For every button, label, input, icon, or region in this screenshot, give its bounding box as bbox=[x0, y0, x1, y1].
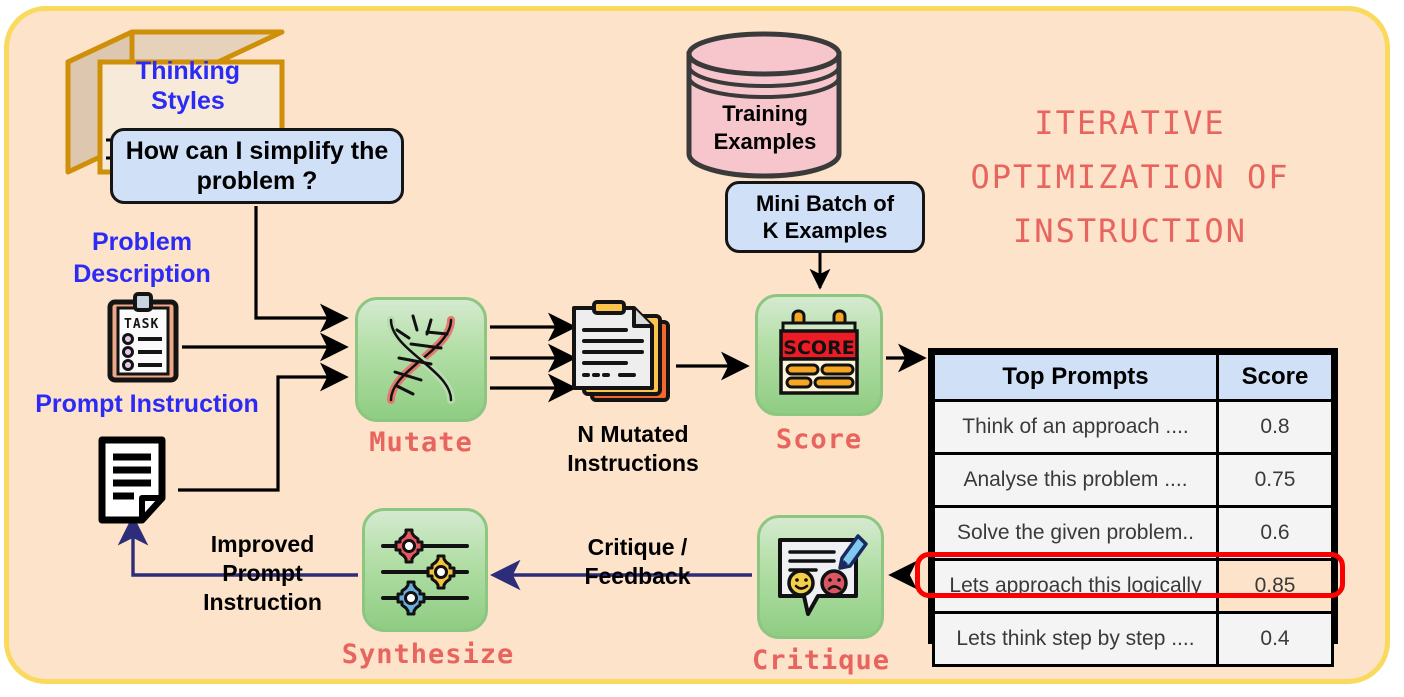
table-header-row: Top Prompts Score bbox=[932, 352, 1334, 402]
table-cell-prompt: Lets think step by step .... bbox=[932, 611, 1219, 667]
problem-description-label-line2: Description bbox=[73, 260, 211, 288]
scoreboard-icon: SCORE bbox=[779, 309, 859, 395]
thinking-styles-label-line1: Thinking bbox=[135, 57, 241, 85]
improved-line2: Prompt bbox=[222, 560, 303, 586]
page-title-line1: ITERATIVE bbox=[1034, 104, 1226, 142]
mini-batch-line1: Mini Batch of bbox=[755, 191, 895, 216]
page-title: ITERATIVE OPTIMIZATION OF INSTRUCTION bbox=[930, 96, 1330, 258]
table-cell-prompt: Think of an approach .... bbox=[932, 399, 1219, 455]
table-row[interactable]: Lets think step by step .... 0.4 bbox=[932, 611, 1334, 667]
dna-helix-icon bbox=[387, 314, 455, 404]
thinking-style-question-callout: How can I simplify the problem ? bbox=[110, 128, 404, 204]
improved-line1: Improved bbox=[210, 531, 315, 557]
table-cell-prompt: Lets approach this logically bbox=[932, 558, 1219, 614]
table-row[interactable]: Solve the given problem.. 0.6 bbox=[932, 505, 1334, 561]
page-title-line2: OPTIMIZATION OF bbox=[970, 158, 1290, 196]
node-score[interactable]: SCORE bbox=[755, 294, 883, 416]
table-row[interactable]: Analyse this problem .... 0.75 bbox=[932, 452, 1334, 508]
prompt-instruction-label: Prompt Instruction bbox=[35, 390, 259, 418]
table-row[interactable]: Think of an approach .... 0.8 bbox=[932, 399, 1334, 455]
database-cylinder-icon bbox=[686, 31, 842, 179]
node-synthesize[interactable] bbox=[362, 508, 488, 632]
improved-line3: Instruction bbox=[203, 589, 322, 615]
table-cell-prompt: Solve the given problem.. bbox=[932, 505, 1219, 561]
top-prompts-table[interactable]: Top Prompts Score Think of an approach .… bbox=[928, 348, 1338, 667]
critique-feedback-label: Critique / Feedback bbox=[535, 533, 740, 591]
document-stack-icon bbox=[572, 300, 670, 402]
table-cell-score: 0.6 bbox=[1216, 505, 1334, 561]
table-cell-prompt: Analyse this problem .... bbox=[932, 452, 1219, 508]
node-mutate-label: Mutate bbox=[369, 427, 473, 458]
problem-description-label: Problem Description bbox=[52, 226, 232, 290]
svg-text:SCORE: SCORE bbox=[783, 337, 854, 359]
table-header-score: Score bbox=[1216, 352, 1334, 402]
critique-feedback-line2: Feedback bbox=[584, 563, 691, 589]
node-synthesize-label: Synthesize bbox=[341, 639, 515, 670]
table-cell-score: 0.8 bbox=[1216, 399, 1334, 455]
training-examples-label: Training Examples bbox=[690, 100, 840, 156]
node-critique[interactable] bbox=[757, 515, 884, 639]
table-body: Think of an approach .... 0.8 Analyse th… bbox=[932, 399, 1334, 667]
clipboard-task-icon: TASK bbox=[107, 292, 179, 383]
n-mutated-line2: Instructions bbox=[567, 450, 699, 476]
mini-batch-line2: K Examples bbox=[762, 218, 888, 243]
mini-batch-callout: Mini Batch of K Examples bbox=[725, 181, 925, 253]
thinking-styles-label: Thinking Styles bbox=[108, 56, 268, 116]
node-mutate[interactable] bbox=[355, 297, 487, 422]
training-examples-label-line1: Training bbox=[722, 101, 808, 126]
svg-text:TASK: TASK bbox=[124, 317, 159, 332]
thinking-styles-label-line2: Styles bbox=[151, 87, 225, 115]
feedback-speech-bubble-icon bbox=[777, 534, 868, 616]
problem-description-label-line1: Problem bbox=[91, 228, 193, 256]
document-page-icon bbox=[98, 436, 166, 524]
page-title-line3: INSTRUCTION bbox=[1013, 212, 1247, 250]
table-cell-score: 0.85 bbox=[1216, 558, 1334, 614]
n-mutated-instructions-label: N Mutated Instructions bbox=[548, 420, 718, 478]
table-header-prompts: Top Prompts bbox=[932, 352, 1219, 402]
improved-prompt-instruction-label: Improved Prompt Instruction bbox=[160, 530, 365, 617]
gear-sliders-icon bbox=[381, 528, 469, 616]
n-mutated-line1: N Mutated bbox=[577, 421, 689, 447]
node-score-label: Score bbox=[775, 424, 863, 455]
critique-feedback-line1: Critique / bbox=[587, 534, 688, 560]
node-critique-label: Critique bbox=[751, 645, 891, 676]
table-cell-score: 0.4 bbox=[1216, 611, 1334, 667]
training-examples-label-line2: Examples bbox=[713, 129, 817, 154]
table-row-highlighted[interactable]: Lets approach this logically 0.85 bbox=[932, 558, 1334, 614]
table-cell-score: 0.75 bbox=[1216, 452, 1334, 508]
